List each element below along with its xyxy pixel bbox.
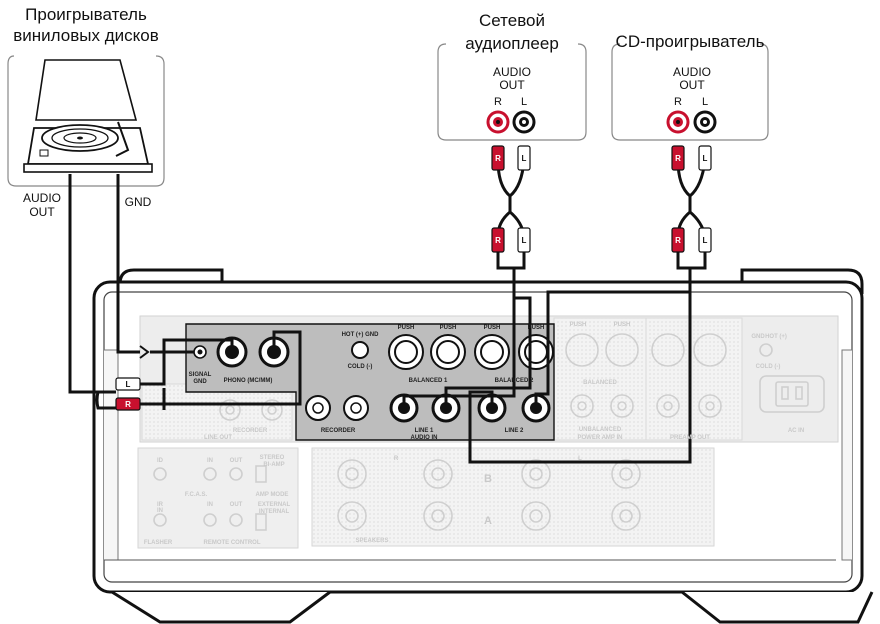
signal-label-1: SIGNAL bbox=[189, 372, 212, 378]
speaker-b-label: B bbox=[484, 473, 492, 485]
power-amp-in-label: POWER AMP IN bbox=[577, 435, 622, 441]
external-label: EXTERNAL bbox=[258, 502, 291, 508]
in-label: IN bbox=[207, 458, 213, 464]
network-player-out-label: OUT bbox=[499, 78, 525, 92]
plug-r-label: R bbox=[495, 154, 501, 163]
turntable-audio-cable bbox=[68, 174, 302, 410]
turntable-title-line2: виниловых дисков bbox=[13, 26, 159, 45]
speakers-label: SPEAKERS bbox=[355, 538, 388, 544]
cold-label: COLD (-) bbox=[348, 364, 373, 370]
plug-r-label: R bbox=[495, 236, 501, 245]
signal-gnd-terminal bbox=[193, 345, 207, 359]
push-label: PUSH bbox=[484, 325, 501, 331]
preamp-out-label: PREAMP OUT bbox=[670, 435, 710, 441]
turntable-gnd-label: GND bbox=[124, 195, 152, 209]
turntable-gnd-cable bbox=[116, 174, 194, 359]
network-player-title-line1: Сетевой bbox=[478, 11, 545, 30]
plug-l-label: L bbox=[522, 236, 527, 245]
balanced-ghost-label: BALANCED bbox=[583, 380, 617, 386]
rc-in-label: IN bbox=[207, 502, 213, 508]
rca-plug-pair: R L R L R L R L L R bbox=[115, 145, 712, 411]
fcas-label: F.C.A.S. bbox=[185, 492, 208, 498]
network-player-rca-l bbox=[512, 110, 536, 134]
recorder-out-label: RECORDER bbox=[233, 428, 268, 434]
recorder-label: RECORDER bbox=[321, 428, 356, 434]
network-player-rca-r bbox=[486, 110, 510, 134]
ghost-connectors bbox=[153, 333, 825, 531]
gnd-ghost-label: GND bbox=[751, 334, 765, 340]
panel-labels: SIGNAL GND PHONO (MC/MM) HOT (+) GND COL… bbox=[144, 322, 804, 546]
balanced-xlr-jacks bbox=[351, 334, 554, 370]
turntable-icon bbox=[23, 59, 153, 173]
flasher-label: FLASHER bbox=[144, 540, 173, 546]
line-out-label: LINE OUT bbox=[204, 435, 232, 441]
cd-player-rca-r bbox=[666, 110, 690, 134]
network-player-r-label: R bbox=[494, 96, 502, 108]
rc-out-label: OUT bbox=[230, 502, 243, 508]
stereo-label: STEREO bbox=[260, 455, 285, 461]
push-label: PUSH bbox=[440, 325, 457, 331]
push-label: PUSH bbox=[528, 325, 545, 331]
cd-player-l-label: L bbox=[701, 96, 709, 108]
unbalanced-label: UNBALANCED bbox=[579, 427, 622, 433]
cd-player-box bbox=[611, 43, 769, 141]
turntable-title-line1: Проигрыватель bbox=[25, 5, 147, 24]
out-label: OUT bbox=[230, 458, 243, 464]
network-player-title-line2: аудиоплеер bbox=[465, 34, 559, 53]
audio-in-label: AUDIO IN bbox=[411, 435, 438, 441]
network-player-l-label: L bbox=[520, 96, 528, 108]
speaker-a-label: A bbox=[484, 515, 492, 527]
line1-label: LINE 1 bbox=[415, 428, 434, 434]
cd-player-r-label: R bbox=[674, 96, 682, 108]
turntable-box bbox=[7, 55, 165, 187]
turntable-audio-out-line2: OUT bbox=[29, 205, 55, 219]
biamp-label: BI-AMP bbox=[263, 462, 284, 468]
push-ghost-label: PUSH bbox=[570, 322, 587, 328]
speaker-l-label: L bbox=[578, 456, 582, 462]
phono-label: PHONO (MC/MM) bbox=[224, 378, 273, 384]
cd-player-audio-label: AUDIO bbox=[672, 65, 711, 79]
plug-l-label: L bbox=[126, 380, 131, 389]
network-player-box bbox=[437, 43, 587, 141]
plug-r-label: R bbox=[125, 400, 131, 409]
speaker-r-label: R bbox=[394, 456, 399, 462]
turntable-audio-out-line1: AUDIO bbox=[22, 191, 61, 205]
cd-player-out-label: OUT bbox=[679, 78, 705, 92]
plug-l-label: L bbox=[703, 154, 708, 163]
hot-ghost-label: HOT (+) bbox=[765, 334, 787, 340]
cd-player-rca-l bbox=[693, 110, 717, 134]
internal-label: INTERNAL bbox=[259, 509, 290, 515]
cd-player-title: CD-проигрыватель bbox=[615, 32, 765, 51]
plug-l-label: L bbox=[522, 154, 527, 163]
ac-in-label: AC IN bbox=[788, 428, 804, 434]
push-ghost-label: PUSH bbox=[614, 322, 631, 328]
push-label: PUSH bbox=[398, 325, 415, 331]
cold-ghost-label: COLD (-) bbox=[756, 364, 781, 370]
signal-label-2: GND bbox=[193, 379, 207, 385]
plug-l-label: L bbox=[703, 236, 708, 245]
remote-control-label: REMOTE CONTROL bbox=[204, 540, 261, 546]
balanced2-label: BALANCED 2 bbox=[495, 378, 534, 384]
line2-label: LINE 2 bbox=[505, 428, 524, 434]
ir-label: IR bbox=[157, 502, 164, 508]
hot-gnd-label: HOT (+) GND bbox=[342, 332, 379, 338]
network-player-audio-label: AUDIO bbox=[492, 65, 531, 79]
ir-in-label: IN bbox=[157, 508, 163, 514]
plug-r-label: R bbox=[675, 154, 681, 163]
plug-r-label: R bbox=[675, 236, 681, 245]
id-label: ID bbox=[157, 458, 164, 464]
balanced1-label: BALANCED 1 bbox=[409, 378, 448, 384]
amp-mode-label: AMP MODE bbox=[256, 492, 289, 498]
